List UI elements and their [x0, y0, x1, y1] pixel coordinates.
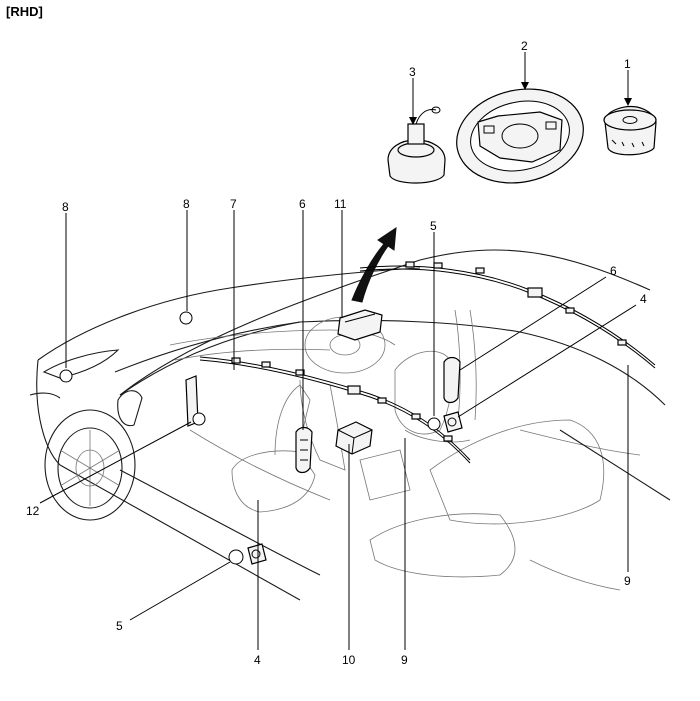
callout-8: 8: [183, 197, 190, 211]
seat-belt-pretensioner-icon: [247, 543, 267, 565]
leader-lines: [39, 52, 637, 650]
variant-tag: [RHD]: [6, 4, 43, 19]
callout-6: 6: [610, 264, 617, 278]
seat-belt-pretensioner-icon: [443, 411, 463, 433]
callout-11: 11: [334, 197, 347, 211]
callout-7: 7: [230, 197, 237, 211]
callout-4: 4: [640, 292, 647, 306]
callout-4: 4: [254, 653, 261, 667]
callout-2: 2: [521, 39, 528, 53]
callout-12: 12: [26, 504, 40, 518]
side-impact-sensor-icon: [228, 417, 441, 565]
callout-3: 3: [409, 65, 416, 79]
callout-9: 9: [624, 574, 631, 588]
side-airbag-icon: [295, 426, 313, 474]
passenger-airbag-icon: [337, 227, 397, 341]
callout-labels: 1 2 3 8 8 7 6 11 5 6 4 12 9 5 4 10 9: [26, 39, 647, 667]
callout-5: 5: [116, 619, 123, 633]
vehicle-outline: [29, 249, 671, 601]
curtain-airbag-icon: [359, 261, 656, 369]
callout-5: 5: [430, 219, 437, 233]
knee-airbag-icon: [185, 375, 206, 427]
front-impact-sensor-icon: [59, 311, 193, 383]
clock-spring-icon: [387, 106, 446, 184]
srs-control-module-icon: [335, 421, 373, 455]
steering-wheel-icon: [456, 88, 584, 184]
callout-9: 9: [401, 653, 408, 667]
side-airbag-icon: [443, 356, 461, 404]
callout-8: 8: [62, 200, 69, 214]
driver-airbag-icon: [603, 105, 657, 156]
callout-6: 6: [299, 197, 306, 211]
callout-1: 1: [624, 57, 631, 71]
callout-10: 10: [342, 653, 356, 667]
curtain-airbag-icon: [199, 356, 471, 464]
